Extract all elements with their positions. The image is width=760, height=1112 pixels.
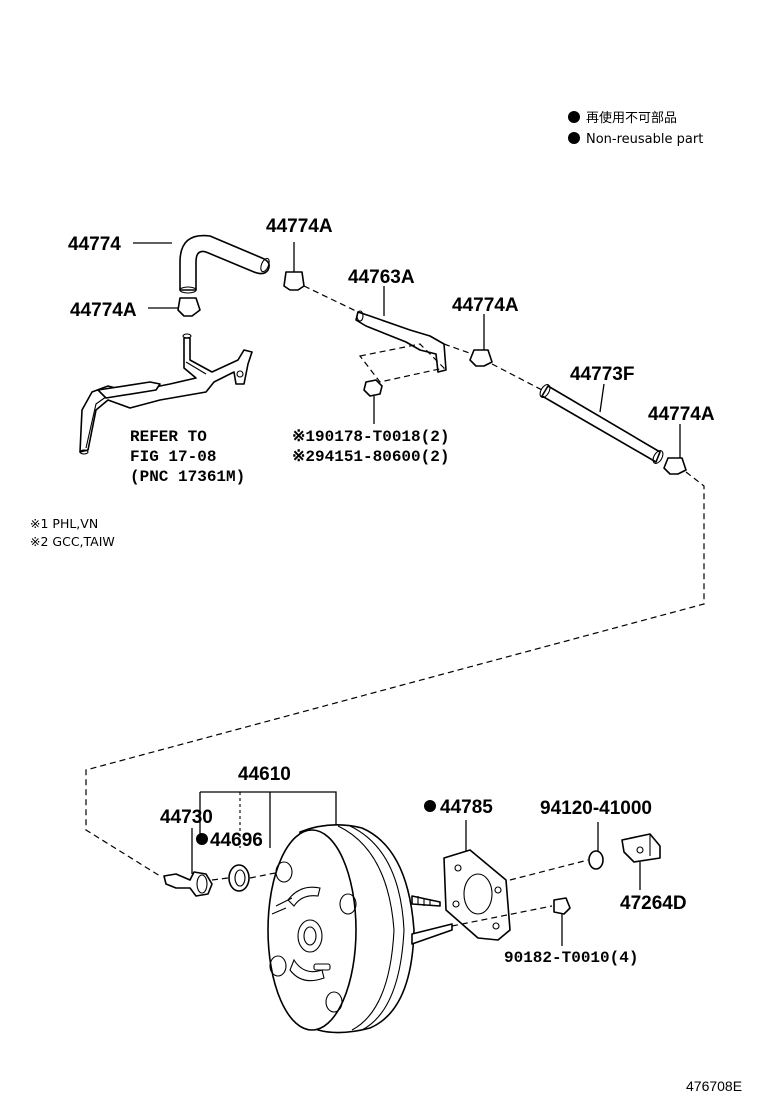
filled-circle-icon (568, 132, 580, 144)
clip-44774A-mid: 44774A (452, 295, 519, 367)
label-44774A-mid: 44774A (452, 295, 519, 316)
refer-line3: (PNC 17361M) (130, 468, 245, 486)
bushing-94120-41000: 94120-41000 (509, 798, 652, 881)
label-44774: 44774 (68, 234, 121, 255)
connection-lines-upper (85, 285, 705, 877)
filled-circle-icon (568, 111, 580, 123)
legend-en: Non-reusable part (586, 132, 703, 147)
footnote-2: ※2 GCC,TAIW (30, 534, 115, 549)
booster-label: 44610 (199, 764, 337, 848)
legend: 再使用不可部品 Non-reusable part (568, 110, 703, 147)
label-90182-T0010: 90182-T0010(4) (504, 949, 638, 967)
label-44763A: 44763A (348, 267, 415, 288)
label-44774A-left: 44774A (70, 300, 137, 321)
fastener-line2: ※294151-80600(2) (292, 448, 449, 466)
figure-code: 476708E (686, 1078, 742, 1094)
footnotes: ※1 PHL,VN ※2 GCC,TAIW (30, 516, 115, 549)
label-44773F: 44773F (570, 364, 634, 385)
tube-assembly: REFER TO FIG 17-08 (PNC 17361M) (79, 333, 253, 486)
filled-circle-icon (424, 800, 436, 812)
hose-44773F: 44773F (539, 364, 664, 464)
clip-44774A-right: 44774A (648, 404, 715, 475)
clevis-47264D: 47264D (620, 833, 687, 914)
clip-44774A-left: 44774A (70, 297, 201, 321)
hose-44774: 44774 (68, 234, 270, 294)
label-44610: 44610 (238, 764, 291, 785)
label-94120-41000: 94120-41000 (540, 798, 652, 819)
refer-line2: FIG 17-08 (130, 448, 216, 466)
check-valve-44730: 44730 (160, 807, 213, 897)
filled-circle-icon (196, 833, 208, 845)
bracket-44763A: 44763A (348, 267, 447, 383)
footnote-1: ※1 PHL,VN (30, 516, 98, 531)
clip-44774A-top: 44774A (266, 216, 333, 291)
fastener-nut: ※190178-T0018(2) ※294151-80600(2) (292, 379, 449, 466)
label-44730: 44730 (160, 807, 213, 828)
label-44774A-top: 44774A (266, 216, 333, 237)
fastener-line1: ※190178-T0018(2) (292, 428, 449, 446)
label-47264D: 47264D (620, 893, 687, 914)
legend-jp: 再使用不可部品 (586, 110, 677, 126)
refer-line1: REFER TO (130, 428, 207, 446)
brake-booster-44610 (267, 824, 453, 1034)
label-44774A-right: 44774A (648, 404, 715, 425)
label-44785: 44785 (440, 797, 493, 818)
label-44696: 44696 (210, 830, 263, 851)
gasket-44785: 44785 (424, 797, 511, 941)
grommet-44696: 44696 (196, 830, 281, 892)
nut-90182-T0010: 90182-T0010(4) (451, 897, 638, 967)
